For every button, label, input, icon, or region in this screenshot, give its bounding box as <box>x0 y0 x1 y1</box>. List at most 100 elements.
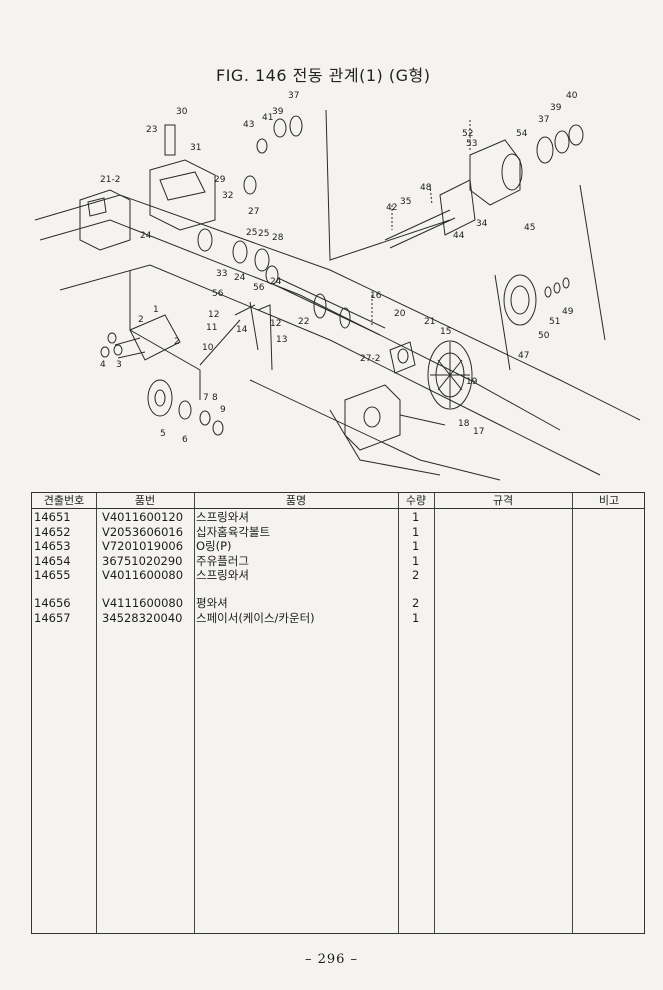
svg-text:17: 17 <box>473 427 484 437</box>
exploded-parts-diagram: 37 30 39 41 43 23 31 21-2 29 32 27 24 28… <box>34 91 641 481</box>
svg-text:12: 12 <box>208 310 219 320</box>
svg-text:18: 18 <box>458 419 470 429</box>
ref-no-cell: 14652 <box>34 524 71 539</box>
quantity-cell: 1 <box>412 524 420 539</box>
svg-text:28: 28 <box>272 233 284 243</box>
svg-text:9: 9 <box>220 405 226 415</box>
column-divider <box>96 493 97 933</box>
figure-title: FIG. 146 전동 관계(1) (G형) <box>216 66 431 85</box>
quantity-cell: 1 <box>412 610 420 625</box>
table-row: 14655 V4011600080 스프링와셔 2 <box>32 568 644 583</box>
svg-text:51: 51 <box>549 317 560 327</box>
part-no-cell: V4011600080 <box>102 568 184 582</box>
table-row: 14651 V4011600120 스프링와셔 1 <box>32 510 644 525</box>
svg-text:48: 48 <box>420 183 432 193</box>
part-name-cell: 스페이서(케이스/카운터) <box>196 610 315 625</box>
svg-text:20: 20 <box>394 309 406 319</box>
svg-text:5: 5 <box>160 429 166 439</box>
svg-text:45: 45 <box>524 223 535 233</box>
quantity-cell: 1 <box>412 553 420 568</box>
page-number: – 296 – <box>304 952 359 967</box>
table-row: 14656 V4111600080 평와셔 2 <box>32 596 644 611</box>
column-divider <box>434 493 435 933</box>
svg-text:27-2: 27-2 <box>360 354 380 364</box>
ref-no-cell: 14653 <box>34 539 71 553</box>
svg-text:47: 47 <box>518 351 529 361</box>
svg-text:2: 2 <box>138 315 144 325</box>
svg-text:37: 37 <box>538 115 549 125</box>
svg-text:24: 24 <box>140 231 152 241</box>
part-no-cell: V7201019006 <box>102 539 184 553</box>
quantity-cell: 1 <box>412 510 420 524</box>
svg-text:2: 2 <box>174 337 180 347</box>
part-no-cell: V4111600080 <box>102 596 184 610</box>
svg-text:3: 3 <box>116 360 122 370</box>
quantity-cell: 1 <box>412 539 420 553</box>
part-no-cell: 34528320040 <box>102 610 183 625</box>
svg-text:33: 33 <box>216 269 227 279</box>
svg-text:31: 31 <box>190 143 201 153</box>
svg-text:6: 6 <box>182 435 188 445</box>
header-spec: 규격 <box>492 494 514 507</box>
ref-no-cell: 14655 <box>34 568 71 582</box>
svg-text:56: 56 <box>253 283 265 293</box>
svg-text:25: 25 <box>258 229 269 239</box>
header-ref-no: 견출번호 <box>43 494 85 507</box>
svg-text:52: 52 <box>462 129 473 139</box>
table-row: 14657 34528320040 스페이서(케이스/카운터) 1 <box>32 611 644 626</box>
header-part-no: 품번 <box>134 494 156 507</box>
svg-text:16: 16 <box>370 291 382 301</box>
column-divider <box>572 493 573 933</box>
part-no-cell: V2053606016 <box>102 524 184 539</box>
svg-text:24: 24 <box>270 277 282 287</box>
table-row: 14653 V7201019006 O링(P) 1 <box>32 539 644 554</box>
part-no-cell: V4011600120 <box>102 510 184 524</box>
svg-text:54: 54 <box>516 129 528 139</box>
parts-table: 견출번호 품번 품명 수량 규격 비고 14651 V4011600120 스프… <box>31 492 645 934</box>
svg-text:30: 30 <box>176 107 188 117</box>
svg-text:21: 21 <box>424 317 435 327</box>
part-name-cell: 십자홈육각볼트 <box>196 524 271 539</box>
svg-text:8: 8 <box>212 393 218 403</box>
table-header: 견출번호 품번 품명 수량 규격 비고 <box>32 493 644 509</box>
quantity-cell: 2 <box>412 568 420 582</box>
part-name-cell: O링(P) <box>196 539 232 553</box>
svg-text:14: 14 <box>236 325 248 335</box>
ref-no-cell: 14657 <box>34 610 71 625</box>
part-name-cell: 평와셔 <box>196 596 228 610</box>
column-divider <box>194 493 195 933</box>
svg-text:56: 56 <box>212 289 224 299</box>
svg-text:42: 42 <box>386 203 397 213</box>
ref-no-cell: 14651 <box>34 510 71 524</box>
svg-text:21-2: 21-2 <box>100 175 120 185</box>
svg-text:24: 24 <box>234 273 246 283</box>
svg-text:37: 37 <box>288 91 299 101</box>
svg-text:27: 27 <box>248 207 259 217</box>
svg-text:13: 13 <box>276 335 287 345</box>
svg-text:1: 1 <box>153 305 159 315</box>
part-name-cell: 주유플러그 <box>196 553 249 568</box>
svg-text:15: 15 <box>440 327 451 337</box>
svg-text:43: 43 <box>243 120 254 130</box>
svg-text:32: 32 <box>222 191 233 201</box>
svg-text:39: 39 <box>272 107 284 117</box>
svg-text:35: 35 <box>400 197 411 207</box>
quantity-cell: 2 <box>412 596 420 610</box>
part-no-cell: 36751020290 <box>102 553 183 568</box>
svg-text:19: 19 <box>466 377 478 387</box>
part-name-cell: 스프링와셔 <box>196 568 249 582</box>
svg-text:40: 40 <box>566 91 578 101</box>
ref-no-cell: 14656 <box>34 596 71 610</box>
header-remarks: 비고 <box>598 494 620 507</box>
header-quantity: 수량 <box>405 494 427 507</box>
table-row: 14654 36751020290 주유플러그 1 <box>32 554 644 569</box>
svg-text:29: 29 <box>214 175 226 185</box>
svg-text:25: 25 <box>246 228 257 238</box>
svg-text:4: 4 <box>100 360 106 370</box>
svg-text:34: 34 <box>476 219 488 229</box>
svg-text:11: 11 <box>206 323 217 333</box>
svg-text:22: 22 <box>298 317 309 327</box>
ref-no-cell: 14654 <box>34 553 71 568</box>
column-divider <box>398 493 399 933</box>
